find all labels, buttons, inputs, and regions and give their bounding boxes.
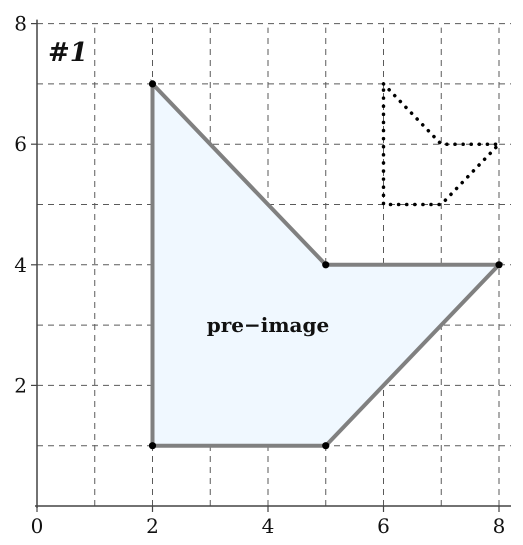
y-tick-label: 4 [14,253,27,277]
axes [31,19,511,512]
pre-image-vertex [322,261,330,269]
pre-image-vertex [322,442,330,450]
y-tick-label: 8 [14,12,27,36]
x-tick-label: 6 [377,514,390,538]
x-tick-label: 2 [146,514,159,538]
pre-image-vertex [495,261,503,269]
pre-image-label: pre−image [207,313,329,337]
x-tick-label: 0 [31,514,44,538]
x-tick-label: 4 [262,514,275,538]
tick-labels: 0 2 4 6 8 2 4 6 8 [14,12,505,538]
y-tick-label: 2 [14,373,27,397]
shapes [148,78,504,450]
x-tick-label: 8 [493,514,506,538]
pre-image-vertex [148,80,157,88]
y-tick-label: 6 [14,132,27,156]
pre-image-vertex [148,442,157,450]
problem-number-label: #1 [48,38,88,68]
